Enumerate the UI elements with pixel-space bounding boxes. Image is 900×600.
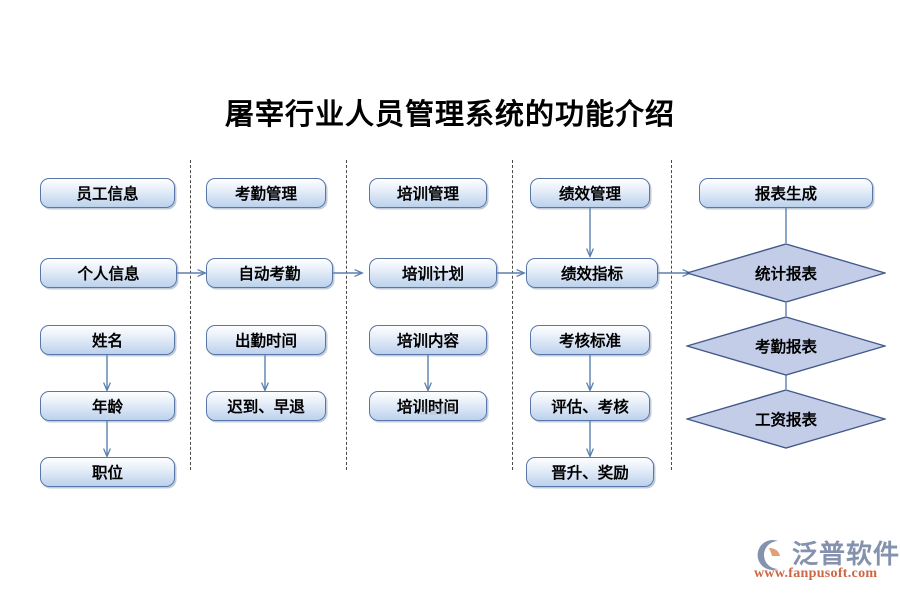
column-divider-4 <box>671 160 672 470</box>
node-training-content[interactable]: 培训内容 <box>369 325 487 355</box>
node-statistics-report-label: 统计报表 <box>754 266 817 283</box>
node-salary-report[interactable]: 工资报表 <box>686 389 886 449</box>
node-name[interactable]: 姓名 <box>40 325 175 355</box>
node-report-header[interactable]: 报表生成 <box>699 178 873 208</box>
column-divider-2 <box>346 160 347 470</box>
page-title: 屠宰行业人员管理系统的功能介绍 <box>224 99 675 131</box>
node-attendance-report[interactable]: 考勤报表 <box>686 316 886 376</box>
node-auto-attendance[interactable]: 自动考勤 <box>206 258 333 288</box>
brand-logo: 泛普软件 www.fanpusoft.com <box>752 532 899 588</box>
column-divider-1 <box>190 160 191 470</box>
node-promotion-reward[interactable]: 晋升、奖励 <box>526 457 654 487</box>
watermark-small-1: 泛普软件 <box>420 406 457 416</box>
brand-name: 泛普软件 <box>792 539 900 569</box>
node-training-header[interactable]: 培训管理 <box>369 178 487 208</box>
fanpu-logo-icon <box>754 538 788 572</box>
node-position[interactable]: 职位 <box>40 457 175 487</box>
node-performance-header[interactable]: 绩效管理 <box>530 178 650 208</box>
node-late-early-leave[interactable]: 迟到、早退 <box>206 391 326 421</box>
node-statistics-report[interactable]: 统计报表 <box>686 243 886 303</box>
node-attendance-header[interactable]: 考勤管理 <box>206 178 326 208</box>
node-performance-index[interactable]: 绩效指标 <box>526 258 658 288</box>
node-age[interactable]: 年龄 <box>40 391 175 421</box>
node-training-plan[interactable]: 培训计划 <box>369 258 497 288</box>
node-attendance-report-label: 考勤报表 <box>754 339 817 356</box>
node-personal-info[interactable]: 个人信息 <box>40 258 177 288</box>
column-divider-3 <box>512 160 513 470</box>
node-assessment-standard[interactable]: 考核标准 <box>530 325 650 355</box>
node-attendance-time[interactable]: 出勤时间 <box>206 325 326 355</box>
node-salary-report-label: 工资报表 <box>754 412 817 429</box>
node-training-time[interactable]: 培训时间 <box>369 391 487 421</box>
node-evaluation-assessment[interactable]: 评估、考核 <box>530 391 650 421</box>
brand-url: www.fanpusoft.com <box>754 566 878 581</box>
node-employee-info-header[interactable]: 员工信息 <box>40 178 175 208</box>
